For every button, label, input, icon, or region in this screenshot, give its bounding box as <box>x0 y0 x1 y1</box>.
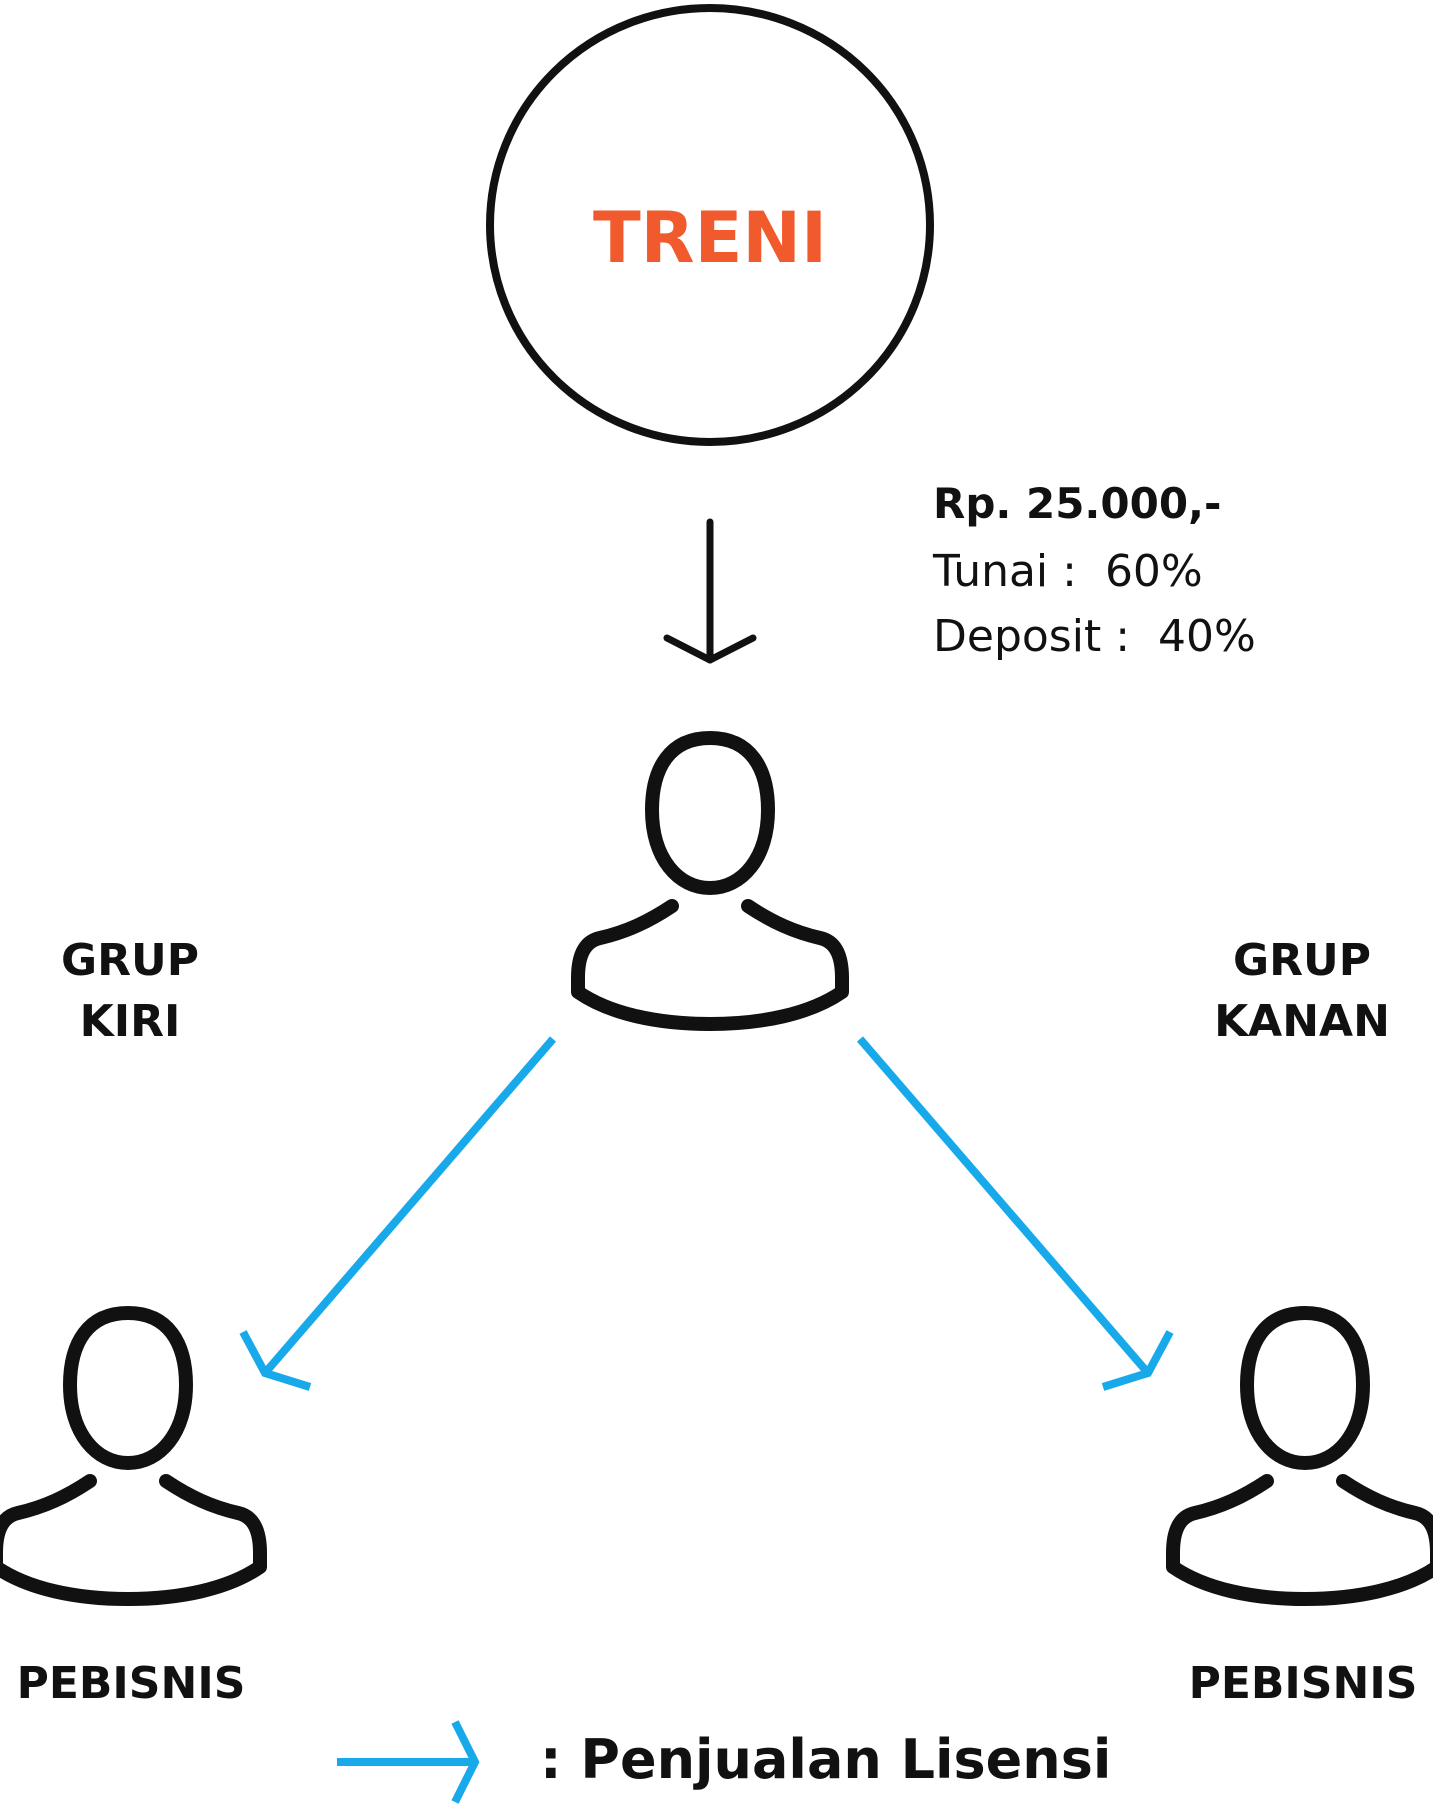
legend: : Penjualan Lisensi <box>337 1720 1111 1804</box>
legend-label: : Penjualan Lisensi <box>540 1728 1111 1791</box>
right-group-line2: KANAN <box>1214 996 1390 1047</box>
treni-circle <box>486 4 934 446</box>
right-business-label: PEBISNIS <box>1189 1658 1418 1709</box>
left-business-label: PEBISNIS <box>17 1658 246 1709</box>
deposit-share: Deposit : 40% <box>933 611 1256 662</box>
cash-share: Tunai : 60% <box>932 546 1203 597</box>
legend-arrow <box>337 1720 480 1804</box>
left-group-line2: KIRI <box>80 996 181 1047</box>
right-sale-arrow <box>856 1036 1174 1391</box>
left-group-label: GRUP KIRI <box>61 935 199 1047</box>
price-info: Rp. 25.000,- Tunai : 60% Deposit : 40% <box>932 479 1256 662</box>
left-group-line1: GRUP <box>61 935 199 986</box>
treni-title: TRENI <box>593 197 827 279</box>
treni-node: TRENI <box>486 4 934 446</box>
price-amount: Rp. 25.000,- <box>933 479 1221 528</box>
right-group-label: GRUP KANAN <box>1214 935 1390 1047</box>
right-group-line1: GRUP <box>1233 935 1371 986</box>
left-sale-arrow <box>239 1036 557 1391</box>
left-person-icon <box>0 1313 260 1599</box>
center-person-icon <box>578 738 842 1024</box>
payment-arrow <box>663 518 757 664</box>
right-person-icon <box>1173 1313 1433 1599</box>
